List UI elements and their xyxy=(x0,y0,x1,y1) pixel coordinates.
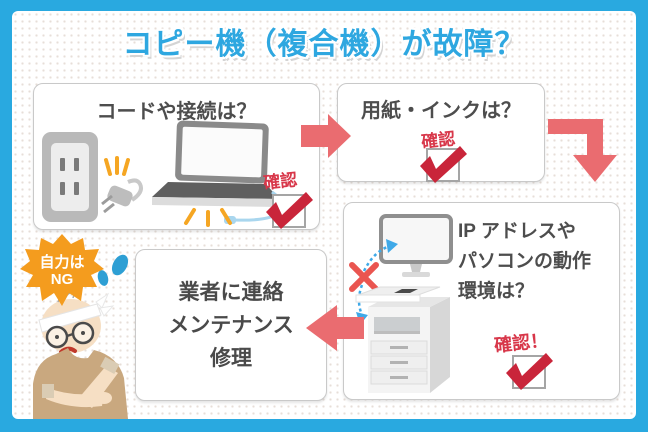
checkbox xyxy=(506,353,553,390)
old-man-illustration xyxy=(33,254,129,419)
check-label: 確認 xyxy=(262,170,299,193)
step-box-cord: コードや接続は？ xyxy=(33,83,320,230)
step-box-paper: 用紙・インクは？ 確認 xyxy=(337,83,545,183)
arrow-left-icon xyxy=(306,305,364,351)
step-heading-ip: IP アドレスや パソコンの動作 環境は？ xyxy=(458,221,592,302)
checkmark-icon xyxy=(506,353,553,390)
headband xyxy=(38,303,102,333)
arrow-right-icon xyxy=(301,114,351,158)
copier-icon xyxy=(355,286,450,393)
contact-text: 業者に連絡 メンテナンス 修理 xyxy=(168,280,294,370)
glasses-icon xyxy=(45,321,95,349)
arrow-turn-down-icon xyxy=(548,119,617,182)
step-heading-paper: 用紙・インクは？ xyxy=(361,100,521,122)
spark-lines-icon xyxy=(184,208,232,227)
sweat-drops-icon xyxy=(97,254,129,286)
monitor-icon xyxy=(379,214,453,277)
burst-shape-icon xyxy=(20,234,104,306)
step-box-contact: 業者に連絡 メンテナンス 修理 xyxy=(135,249,327,401)
checkmark-icon xyxy=(266,192,313,229)
burst-bubble: 自力は NG xyxy=(20,234,104,308)
spark-lines-icon xyxy=(104,156,130,176)
plug-icon xyxy=(101,178,143,214)
checkbox xyxy=(266,192,313,229)
checkmark-icon xyxy=(420,146,467,183)
step-box-ip: IP アドレスや パソコンの動作 環境は？ xyxy=(343,202,620,400)
burst-text: 自力は NG xyxy=(39,253,85,288)
body xyxy=(33,348,128,419)
crossed-arms xyxy=(42,356,120,408)
connection-dashed-arrow-icon xyxy=(362,244,391,272)
outlet-plug-icon xyxy=(42,132,143,222)
x-mark-icon xyxy=(349,262,379,292)
checkbox xyxy=(420,146,467,183)
page-title: コピー機（複合機）が故障？ xyxy=(122,28,526,61)
step-heading-cord: コードや接続は？ xyxy=(96,101,257,123)
